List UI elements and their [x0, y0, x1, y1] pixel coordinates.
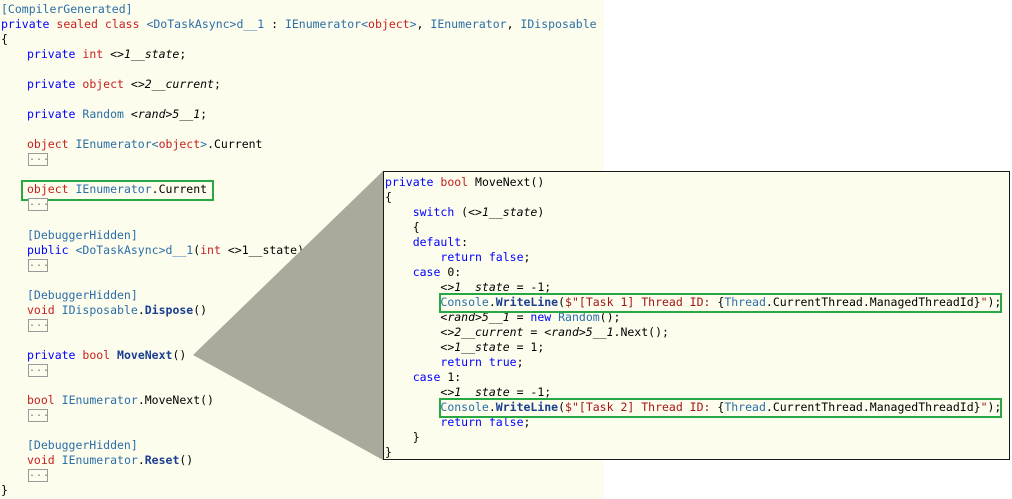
- dispose-method[interactable]: void IDisposable.Dispose(): [27, 303, 208, 317]
- current-generic-property[interactable]: object IEnumerator<object>.Current: [27, 137, 263, 151]
- dispose-attribute: [DebuggerHidden]: [27, 288, 138, 302]
- field-rand[interactable]: private Random <rand>5__1;: [27, 107, 208, 121]
- class-close-brace: }: [1, 483, 8, 497]
- zoom-return-true: return true;: [440, 355, 524, 369]
- zoom-writeline-task2: Console.WriteLine($"[Task 2] Thread ID: …: [440, 400, 1002, 414]
- zoom-open-brace: {: [385, 190, 392, 204]
- zoom-signature: private bool MoveNext(): [385, 175, 545, 189]
- highlight-box-task1: [439, 293, 1002, 313]
- zoom-close-brace: }: [385, 445, 392, 459]
- collapsed-block-toggle[interactable]: ...: [28, 319, 49, 332]
- zoom-switch-open: {: [412, 220, 420, 234]
- ctor-attribute: [DebuggerHidden]: [27, 228, 138, 242]
- zoom-return-false-1: return false;: [440, 250, 531, 264]
- reset-method[interactable]: void IEnumerator.Reset(): [27, 453, 194, 467]
- zoom-case-0: case 0:: [412, 265, 462, 279]
- zoom-state-assign-3: <>1__state = -1;: [440, 385, 552, 399]
- class-declaration: private sealed class <DoTaskAsync>d__1 :…: [1, 17, 597, 31]
- field-current[interactable]: private object <>2__current;: [27, 77, 221, 91]
- highlight-box-task2: [439, 398, 1002, 418]
- collapsed-block-toggle[interactable]: ...: [28, 409, 49, 422]
- zoom-callout-wedge: [193, 171, 383, 460]
- class-open-brace: {: [1, 32, 8, 46]
- collapsed-block-toggle[interactable]: ...: [28, 198, 49, 211]
- field-state[interactable]: private int <>1__state;: [27, 47, 187, 61]
- zoom-case-1: case 1:: [412, 370, 462, 384]
- collapsed-block-toggle[interactable]: ...: [28, 469, 49, 482]
- reset-attribute: [DebuggerHidden]: [27, 438, 138, 452]
- movenext-private-method[interactable]: private bool MoveNext(): [27, 348, 187, 362]
- zoom-default-label: default:: [412, 235, 469, 249]
- zoom-switch: switch (<>1__state): [412, 205, 545, 219]
- zoom-state-assign-2: <>1__state = 1;: [440, 340, 545, 354]
- highlight-box-current: [21, 180, 214, 201]
- collapsed-block-toggle[interactable]: ...: [28, 259, 49, 272]
- movenext-zoom-panel: private bool MoveNext() { switch (<>1__s…: [383, 171, 1010, 460]
- zoom-writeline-task1: Console.WriteLine($"[Task 1] Thread ID: …: [440, 295, 1002, 309]
- zoom-return-false-2: return false;: [440, 415, 531, 429]
- zoom-state-assign-1: <>1__state = -1;: [440, 280, 552, 294]
- compiler-generated-attribute: [CompilerGenerated]: [1, 2, 133, 16]
- zoom-switch-close: }: [412, 430, 420, 444]
- collapsed-block-toggle[interactable]: ...: [28, 153, 49, 166]
- zoom-rand-assign: <rand>5__1 = new Random();: [440, 310, 621, 324]
- zoom-current-assign: <>2__current = <rand>5__1.Next();: [440, 325, 669, 339]
- collapsed-block-toggle[interactable]: ...: [28, 364, 49, 377]
- constructor[interactable]: public <DoTaskAsync>d__1(int <>1__state): [27, 243, 305, 257]
- current-plain-property[interactable]: object IEnumerator.Current: [27, 182, 208, 196]
- movenext-interface-method[interactable]: bool IEnumerator.MoveNext(): [27, 393, 214, 407]
